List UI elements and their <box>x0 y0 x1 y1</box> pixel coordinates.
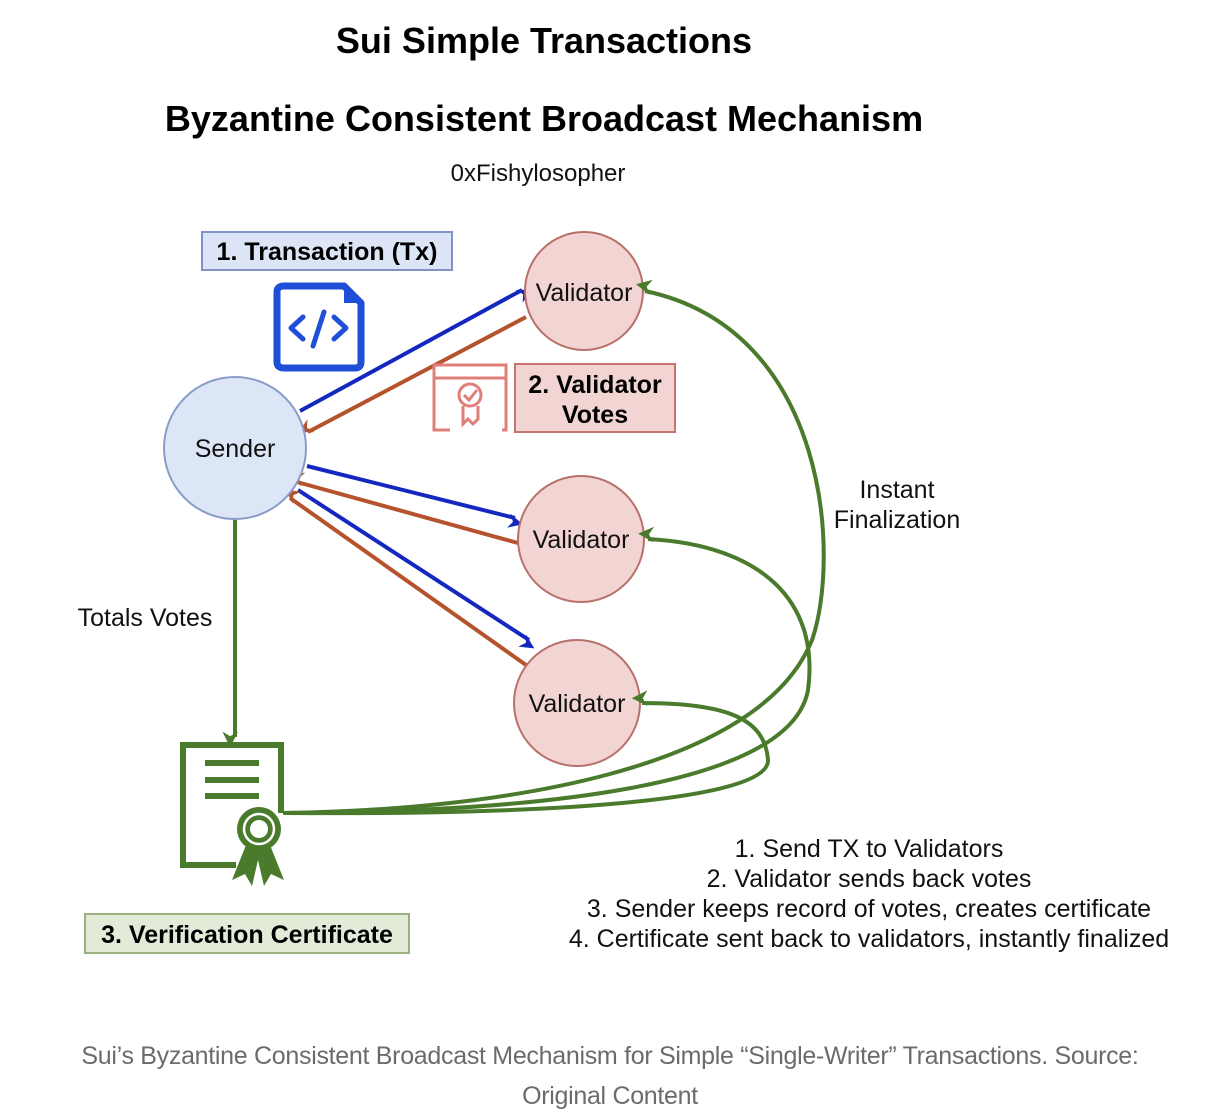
validator-node-3-label: Validator <box>529 690 626 718</box>
code-file-icon <box>273 282 365 372</box>
send-arrow-1 <box>299 288 532 413</box>
step-item: 1. Send TX to Validators <box>735 835 1004 863</box>
step-item: 4. Certificate sent back to validators, … <box>569 925 1169 953</box>
steps-legend: 1. Send TX to Validators 2. Validator se… <box>569 835 1169 953</box>
vote-arrow-1 <box>298 315 527 434</box>
totals-votes-label: Totals Votes <box>78 604 213 632</box>
author-label: 0xFishylosopher <box>451 160 626 187</box>
verification-certificate-label-box <box>84 913 410 954</box>
send-arrow-3 <box>296 488 535 649</box>
validator-node-1-label: Validator <box>536 279 633 307</box>
diagram-subtitle: Byzantine Consistent Broadcast Mechanism <box>165 98 923 139</box>
transaction-label-box <box>201 231 453 271</box>
transaction-label: 1. Transaction (Tx) <box>217 238 438 266</box>
sender-node-label: Sender <box>195 435 276 463</box>
finalization-arrow-2 <box>282 526 812 815</box>
finalization-arrow-1 <box>282 279 826 815</box>
validator-votes-label-line1: 2. Validator <box>528 371 662 399</box>
vote-arrow-2 <box>289 472 519 545</box>
step-item: 3. Sender keeps record of votes, creates… <box>587 895 1151 923</box>
step-item: 2. Validator sends back votes <box>707 865 1032 893</box>
vote-certificate-icon <box>432 363 508 432</box>
instant-finalization-label-line2: Finalization <box>834 506 960 534</box>
diagram-title: Sui Simple Transactions <box>336 20 752 61</box>
vote-arrow-3 <box>285 489 528 667</box>
instant-finalization-label-line1: Instant <box>859 476 934 504</box>
caption-line-1: Sui’s Byzantine Consistent Broadcast Mec… <box>81 1042 1139 1070</box>
sender-node <box>163 376 307 520</box>
certificate-icon <box>180 742 284 886</box>
validator-node-2-label: Validator <box>533 526 630 554</box>
validator-votes-label-line2: Votes <box>562 401 628 429</box>
verification-certificate-label: 3. Verification Certificate <box>101 921 393 949</box>
figure-caption: Sui’s Byzantine Consistent Broadcast Mec… <box>0 1036 1220 1116</box>
send-arrow-2 <box>306 464 523 528</box>
validator-votes-label-box <box>514 363 676 433</box>
caption-line-2: Original Content <box>522 1082 698 1110</box>
finalization-arrow-3 <box>282 690 771 816</box>
diagram-canvas: Sui Simple Transactions Byzantine Consis… <box>78 20 1169 954</box>
